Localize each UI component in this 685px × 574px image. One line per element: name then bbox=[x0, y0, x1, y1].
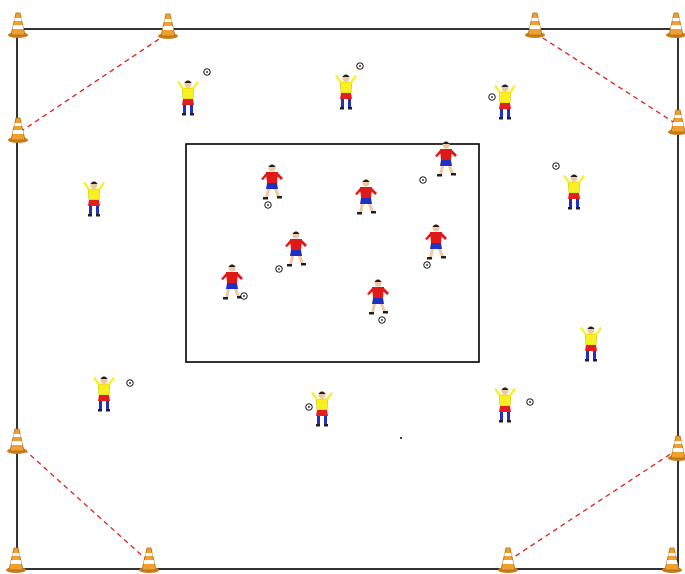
training-cone-icon bbox=[498, 548, 518, 573]
soccer-ball-icon bbox=[127, 380, 133, 386]
player-red-blue-icon bbox=[425, 224, 447, 259]
player-red-blue-icon bbox=[367, 279, 389, 314]
training-cone-icon bbox=[668, 110, 685, 135]
player-red-blue-icon bbox=[261, 164, 283, 199]
soccer-ball-icon bbox=[420, 177, 426, 183]
training-cone-icon bbox=[158, 14, 178, 39]
player-red-blue-icon bbox=[435, 141, 457, 176]
player-red-blue-icon bbox=[355, 179, 377, 214]
training-cone-icon bbox=[662, 548, 682, 573]
soccer-ball-icon bbox=[276, 266, 282, 272]
player-yellow-red-icon bbox=[335, 74, 357, 109]
soccer-ball-icon bbox=[357, 63, 363, 69]
soccer-ball-icon bbox=[265, 202, 271, 208]
player-yellow-red-icon bbox=[177, 80, 199, 115]
soccer-ball-icon bbox=[553, 163, 559, 169]
player-yellow-red-icon bbox=[83, 181, 105, 216]
soccer-ball-icon bbox=[241, 293, 247, 299]
corner-cut-top-left bbox=[20, 33, 168, 132]
player-red-blue-icon bbox=[221, 264, 243, 299]
player-red-blue-icon bbox=[285, 231, 307, 266]
inner-square-border bbox=[186, 144, 479, 362]
player-yellow-red-icon bbox=[563, 174, 585, 209]
training-cone-icon bbox=[668, 436, 685, 461]
training-cone-icon bbox=[666, 13, 685, 38]
player-yellow-red-icon bbox=[93, 376, 115, 411]
corner-cut-lines bbox=[17, 33, 678, 561]
corner-cut-bottom-right bbox=[508, 449, 678, 561]
yellow-players bbox=[83, 63, 602, 427]
corner-cut-bottom-left bbox=[17, 443, 148, 561]
soccer-ball-icon bbox=[379, 317, 385, 323]
training-cone-icon bbox=[7, 429, 27, 454]
soccer-ball-icon bbox=[527, 399, 533, 405]
soccer-ball-icon bbox=[424, 262, 430, 268]
corner-cut-top-right bbox=[535, 33, 678, 125]
soccer-ball-icon bbox=[204, 69, 210, 75]
player-yellow-red-icon bbox=[580, 326, 602, 361]
soccer-ball-icon bbox=[489, 94, 495, 100]
training-cone-icon bbox=[6, 548, 26, 573]
training-cone-icon bbox=[139, 548, 159, 573]
training-cone-icon bbox=[8, 13, 28, 38]
field-dot bbox=[400, 437, 402, 439]
player-yellow-red-icon bbox=[494, 84, 516, 119]
outer-field-border bbox=[17, 29, 678, 569]
player-yellow-red-icon bbox=[494, 387, 516, 422]
training-cone-icon bbox=[8, 118, 28, 143]
player-yellow-red-icon bbox=[311, 391, 333, 426]
red-players bbox=[221, 141, 457, 323]
soccer-ball-icon bbox=[306, 404, 312, 410]
training-cone-icon bbox=[525, 13, 545, 38]
